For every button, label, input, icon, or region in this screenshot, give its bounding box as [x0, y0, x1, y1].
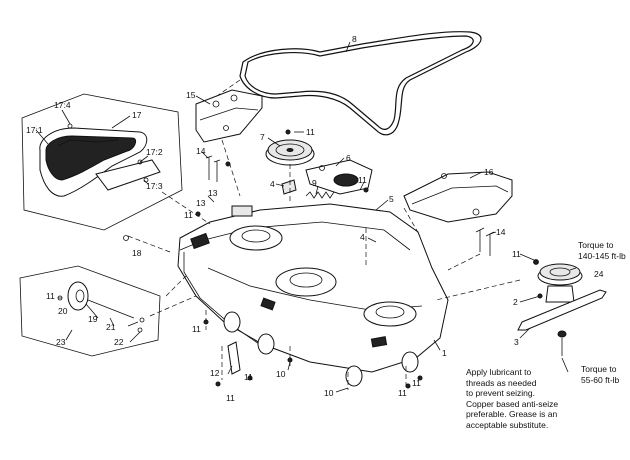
lubricant-note-line-1: Apply lubricant to — [466, 367, 532, 377]
callout-11-e: 11 — [46, 291, 55, 301]
stud-bolt-left — [205, 155, 221, 182]
callout-10-b: 10 — [324, 388, 334, 398]
callout-20: 20 — [58, 306, 68, 316]
callout-1: 1 — [442, 348, 447, 358]
callout-11-a: 11 — [306, 127, 315, 137]
callout-22: 22 — [114, 337, 124, 347]
callout-13-b: 13 — [196, 198, 206, 208]
callout-11-c: 11 — [184, 210, 193, 220]
callout-16: 16 — [484, 167, 494, 177]
callout-21: 21 — [106, 322, 116, 332]
lubricant-note-line-4: Copper based anti-seize — [466, 398, 559, 409]
mower-deck — [177, 203, 449, 373]
belt-cover-right — [403, 171, 513, 223]
callout-8: 8 — [352, 34, 357, 44]
callout-2: 2 — [513, 297, 518, 307]
drive-belt — [239, 31, 482, 136]
lubricant-note-line-3: to prevent seizing. — [466, 388, 535, 398]
idler-pulley-7 — [265, 139, 315, 166]
callout-11-h: 11 — [226, 393, 235, 403]
callout-23: 23 — [56, 337, 66, 347]
callout-14-b: 14 — [496, 227, 506, 237]
callout-12: 12 — [210, 368, 220, 378]
callout-5: 5 — [389, 194, 394, 204]
lubricant-note-line-2: threads as needed — [466, 377, 537, 388]
callout-14-a: 14 — [196, 146, 206, 156]
height-bracket — [227, 341, 241, 375]
callout-4-a: 4 — [270, 179, 275, 189]
gauge-wheel-box — [19, 265, 161, 357]
callout-24: 24 — [594, 269, 604, 279]
callout-11-b: 11 — [358, 175, 367, 185]
torque-note-blade: Torque to 55-60 ft-lb — [581, 364, 619, 385]
torque-note-spindle: Torque to 140-145 ft-lb — [578, 240, 626, 261]
callout-11-g: 11 — [244, 372, 253, 382]
callout-11-j: 11 — [412, 378, 421, 388]
callout-10-a: 10 — [276, 369, 286, 379]
callout-15: 15 — [186, 90, 196, 100]
callout-19: 19 — [88, 314, 98, 324]
callout-7: 7 — [260, 132, 265, 142]
anti-scalp-wheels — [223, 311, 419, 387]
mower-blade — [517, 289, 607, 356]
stud-bolt-right — [475, 227, 495, 256]
callout-4-b: 4 — [360, 232, 365, 242]
callout-17-1: 17:1 — [26, 125, 43, 135]
torque-note-spindle-line-2: 140-145 ft-lb — [578, 250, 626, 261]
callout-labels: 8 15 17 17:4 17:1 17:2 17:3 18 7 11 14 6… — [26, 34, 604, 403]
belt-cover-left — [195, 89, 263, 143]
callout-3: 3 — [514, 337, 519, 347]
callout-17-3: 17:3 — [146, 181, 163, 191]
callout-13-a: 13 — [208, 188, 218, 198]
lubricant-note: Apply lubricant to threads as needed to … — [466, 367, 558, 430]
lubricant-note-line-5: preferable. Grease is an — [466, 409, 558, 419]
hardware-dots — [195, 129, 543, 389]
callout-17-2: 17:2 — [146, 147, 163, 157]
callout-11-i: 11 — [398, 388, 407, 398]
callout-11-d: 11 — [512, 249, 521, 259]
torque-note-blade-line-1: Torque to — [581, 364, 617, 374]
callout-leaders — [35, 41, 577, 393]
spindle-assembly — [533, 259, 583, 303]
idler-spring — [305, 191, 335, 199]
torque-note-blade-line-2: 55-60 ft-lb — [581, 374, 620, 385]
discharge-assembly-box — [21, 93, 183, 241]
callout-9: 9 — [312, 178, 317, 188]
callout-6: 6 — [346, 153, 351, 163]
callout-17-4: 17:4 — [54, 100, 71, 110]
lubricant-note-line-6: acceptable substitute. — [466, 419, 549, 430]
idler-arm — [305, 159, 373, 195]
callout-18: 18 — [132, 248, 142, 258]
callout-11-f: 11 — [192, 324, 201, 334]
spacer-left — [281, 179, 297, 195]
torque-note-spindle-line-1: Torque to — [578, 240, 614, 250]
callout-17: 17 — [132, 110, 142, 120]
